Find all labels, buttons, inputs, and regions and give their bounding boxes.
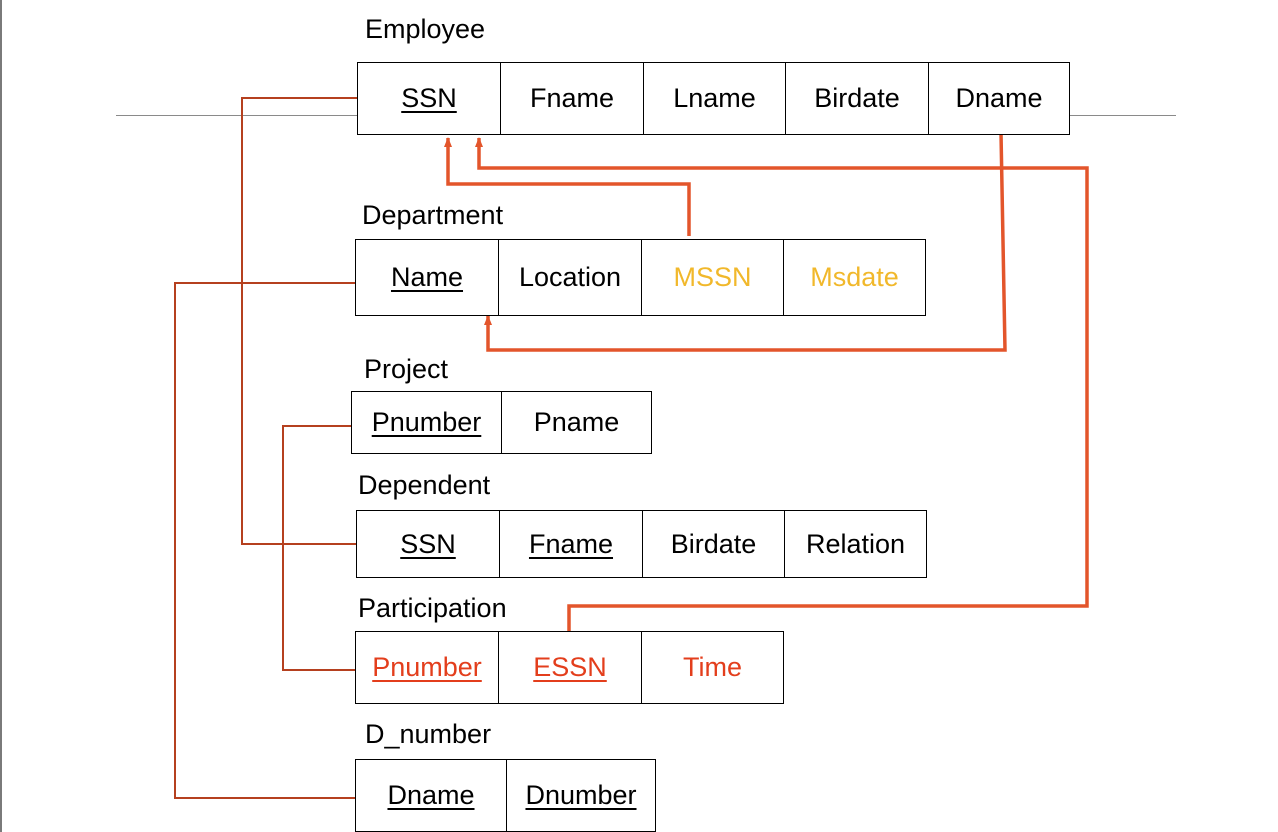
- dependent-table: SSN Fname Birdate Relation: [356, 510, 927, 578]
- employee-lname-cell: Lname: [644, 63, 786, 134]
- department-mssn-cell: MSSN: [642, 240, 784, 315]
- d-number-dname-cell: Dname: [356, 760, 507, 831]
- department-table: Name Location MSSN Msdate: [355, 239, 926, 316]
- arrow-participation-pnumber-to-project-pnumber: [282, 422, 367, 671]
- employee-title: Employee: [365, 14, 486, 44]
- project-pnumber-cell: Pnumber: [352, 392, 502, 453]
- employee-fname-cell: Fname: [501, 63, 644, 134]
- arrow-dnumber-dname-to-department-name: [174, 279, 370, 799]
- arrow-participation-essn-to-employee-ssn: [475, 137, 1089, 632]
- d-number-title: D_number: [365, 719, 492, 749]
- dependent-relation-cell: Relation: [805, 528, 906, 559]
- arrow-employee-dname-to-department-name: [484, 132, 1007, 352]
- dependent-birdate-cell: Birdate: [643, 511, 785, 577]
- department-msdate-cell: Msdate: [810, 262, 899, 292]
- department-name-cell: Name: [356, 240, 499, 315]
- participation-table: Pnumber ESSN Time: [355, 631, 784, 704]
- participation-pnumber-cell: Pnumber: [356, 632, 499, 703]
- employee-birdate-cell: Birdate: [786, 63, 929, 134]
- participation-essn-cell: ESSN: [499, 632, 642, 703]
- employee-table: SSN Fname Lname Birdate Dname: [357, 62, 1070, 135]
- project-title: Project: [364, 354, 449, 384]
- page-left-border: [0, 0, 2, 832]
- arrow-department-mssn-to-employee-ssn: [444, 137, 691, 236]
- employee-ssn-cell: SSN: [358, 63, 501, 134]
- participation-time-cell: Time: [683, 652, 742, 682]
- employee-dname-cell: Dname: [955, 83, 1043, 113]
- dependent-title: Dependent: [358, 470, 491, 500]
- dependent-fname-cell: Fname: [500, 511, 643, 577]
- department-location-cell: Location: [499, 240, 642, 315]
- d-number-dnumber-cell: Dnumber: [525, 780, 637, 810]
- dependent-ssn-cell: SSN: [357, 511, 500, 577]
- project-table: Pnumber Pname: [351, 391, 652, 454]
- participation-title: Participation: [358, 593, 507, 623]
- project-pname-cell: Pname: [533, 407, 620, 437]
- d-number-table: Dname Dnumber: [355, 759, 656, 832]
- department-title: Department: [362, 200, 504, 230]
- arrow-dependent-ssn-to-employee-ssn: [241, 94, 390, 545]
